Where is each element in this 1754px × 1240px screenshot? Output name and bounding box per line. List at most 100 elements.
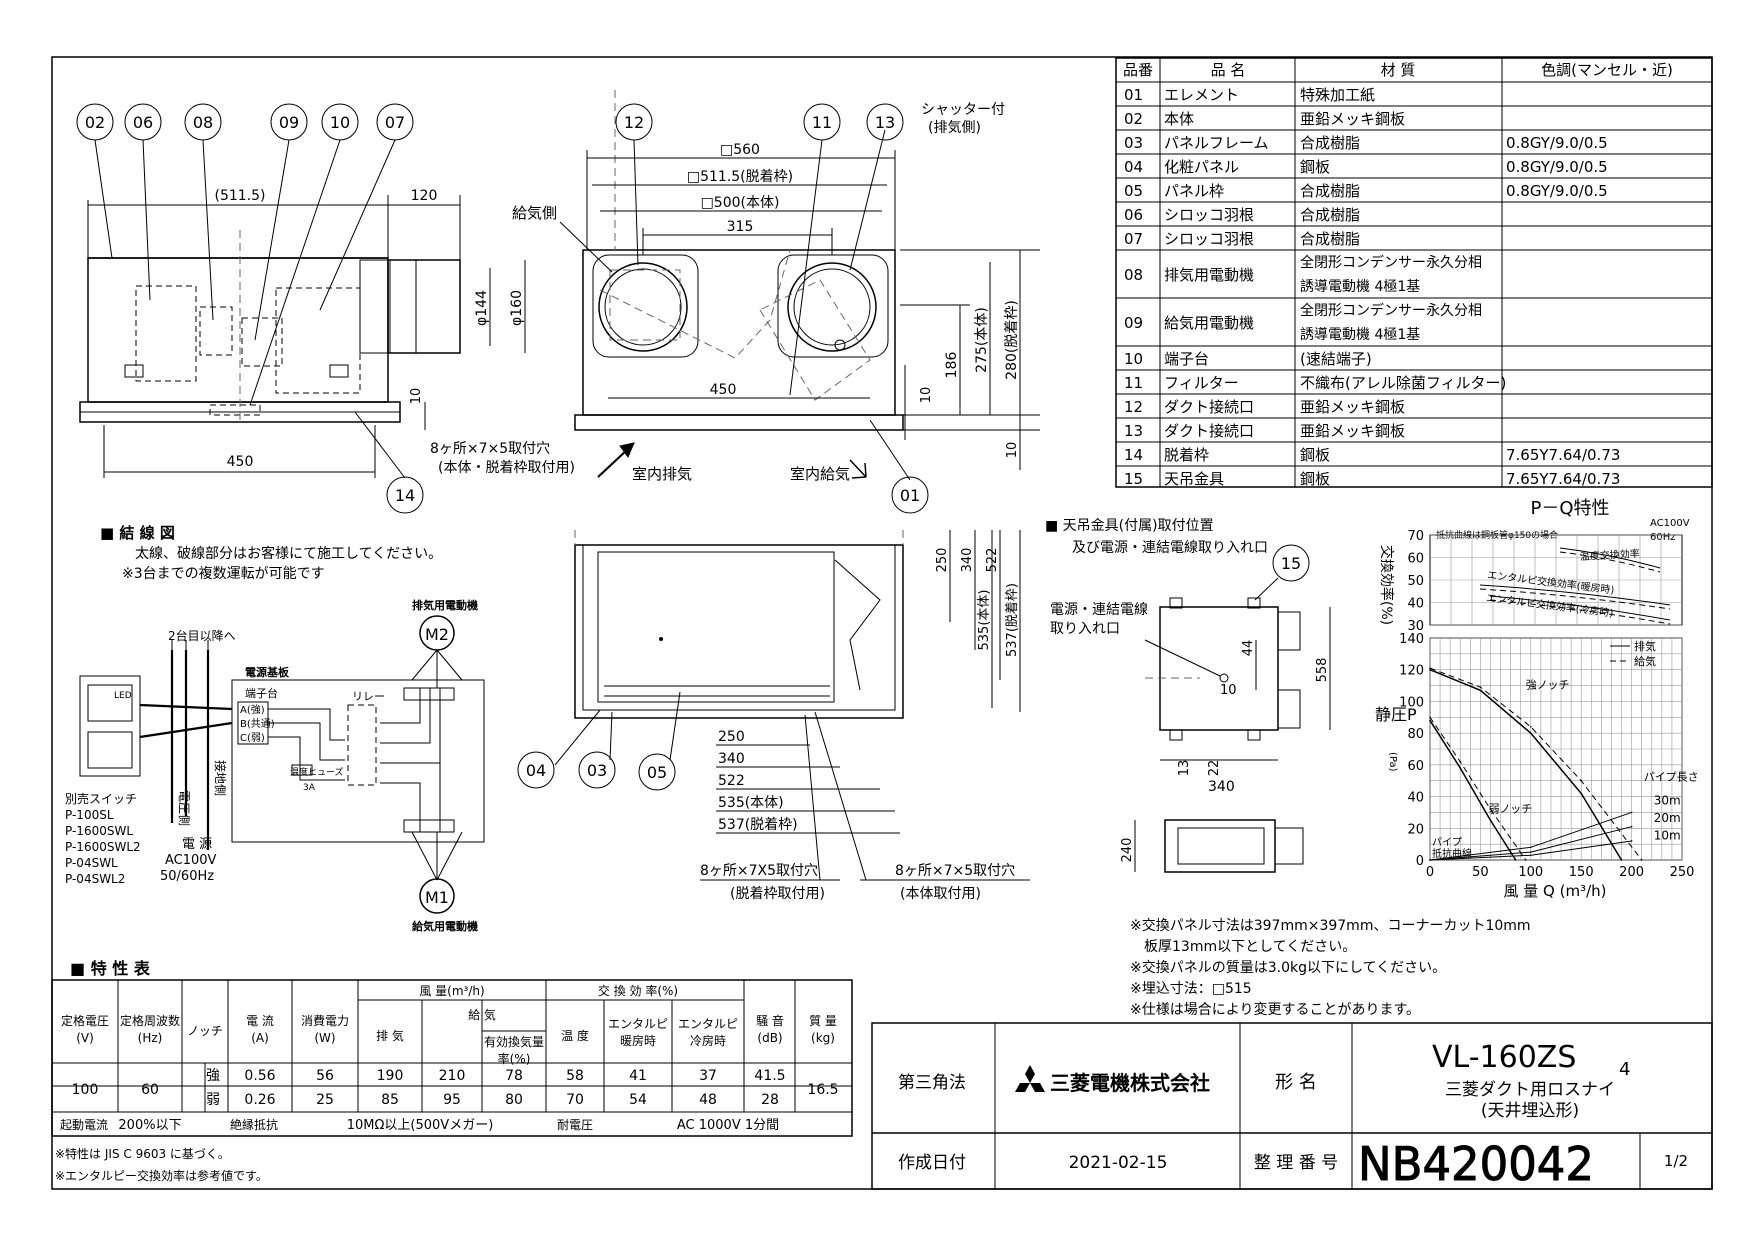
date-value: 2021-02-15	[1069, 1153, 1168, 1173]
shutter-note-1: シャッター付	[921, 102, 1005, 118]
legend-exhaust: 排気	[1634, 639, 1656, 653]
parts-no: 13	[1124, 422, 1143, 440]
relay-label: リレー	[352, 690, 385, 703]
legend-supply: 給気	[1634, 654, 1656, 668]
spec-current: 0.26	[244, 1092, 275, 1108]
parts-material: 不織布(アレル除菌フィルター)	[1300, 374, 1506, 392]
balloon-label: 02	[85, 113, 105, 132]
bottom-h-522: 522	[718, 773, 745, 789]
spec-h-exchange: 交 換 効 率(%)	[598, 983, 678, 998]
spec-h-supply: 給 気	[468, 1007, 496, 1022]
parts-name: 給気用電動機	[1164, 314, 1254, 332]
spec-h-voltage: 定格電圧	[61, 1013, 109, 1028]
mount-dim-558: 558	[1315, 658, 1330, 683]
spec-ent_cool: 48	[699, 1092, 717, 1108]
parts-no: 04	[1124, 158, 1143, 176]
q-tick: 250	[1670, 865, 1695, 880]
parts-color: 0.8GY/9.0/0.5	[1506, 158, 1608, 176]
parts-name: ダクト接続口	[1164, 398, 1254, 416]
pq-point	[1530, 726, 1532, 728]
balloon-circle	[376, 103, 414, 141]
p-tick: 80	[1407, 727, 1424, 742]
parts-name: シロッコ羽根	[1164, 206, 1254, 224]
parts-name: パネルフレーム	[1164, 134, 1269, 152]
projection-label: 第三角法	[898, 1073, 966, 1093]
front-view: □560 □511.5(脱着枠) □500(本体) 315 450 10 186…	[512, 90, 1040, 483]
parts-material: 誘導電動機 4極1基	[1300, 278, 1420, 295]
balloon-circle	[124, 103, 162, 141]
spec-temp: 70	[566, 1092, 584, 1108]
pq-point	[1429, 667, 1431, 669]
mount-dim-340: 340	[1208, 779, 1235, 795]
pq-spec: AC100V	[1650, 518, 1690, 529]
spec-exhaust: 85	[381, 1092, 399, 1108]
spec-withstand-label: 耐電圧	[557, 1118, 593, 1132]
parts-color: 7.65Y7.64/0.73	[1506, 470, 1620, 488]
parts-material: 亜鉛メッキ鋼板	[1300, 110, 1405, 128]
front-dim-315: 315	[727, 219, 754, 235]
spec-note-1: ※特性は JIS C 9603 に基づく。	[55, 1146, 230, 1161]
front-dim-275: 275(本体)	[974, 307, 990, 373]
pq-point	[1429, 859, 1431, 861]
switch-5: P-04SWL2	[65, 872, 125, 886]
q-tick: 150	[1569, 865, 1594, 880]
note-line: ※交換パネル寸法は397mm×397mm、コーナーカット10mm	[1130, 917, 1531, 934]
bottom-v-250: 250	[935, 548, 950, 573]
notch-low-label: 弱ノッチ	[1488, 802, 1532, 815]
balloon-13: 13	[866, 103, 904, 141]
eff-tick: 40	[1407, 597, 1424, 612]
spec-supply: 95	[443, 1092, 461, 1108]
balloon-circle	[803, 103, 841, 141]
balloon-label: 10	[330, 113, 350, 132]
bottom-note-right-2: (本体取付用)	[900, 886, 981, 902]
parts-material: 合成樹脂	[1300, 230, 1360, 248]
parts-no: 09	[1124, 314, 1143, 332]
balloon-15: 15	[1272, 544, 1310, 582]
balloon-label: 07	[385, 113, 405, 132]
q-tick: 200	[1619, 865, 1644, 880]
parts-material: (速結端子)	[1300, 350, 1372, 368]
spec-mass: 16.5	[807, 1082, 838, 1098]
pq-chart: P－Q特性 AC100V 60Hz 抵抗曲線は鋼板管φ150の場合 交換効率(%…	[1375, 498, 1699, 900]
balloon-04: 04	[517, 751, 555, 789]
eff-tick: 60	[1407, 552, 1424, 567]
parts-name: 本体	[1164, 110, 1194, 128]
bottom-h-250: 250	[718, 729, 745, 745]
parts-material: 誘導電動機 4極1基	[1300, 326, 1420, 343]
spec-h-current: 電 流	[246, 1014, 274, 1028]
eff-curve	[1559, 547, 1661, 569]
bottom-v-522: 522	[985, 548, 1000, 573]
term-c: C(弱)	[240, 732, 265, 744]
balloon-circle	[76, 103, 114, 141]
front-dim-10b: 10	[1005, 442, 1020, 459]
term-b: B(共通)	[240, 718, 275, 730]
side-dim-d144: φ144	[474, 290, 490, 326]
balloon-circle	[891, 476, 929, 514]
mount-heading-2: 及び電源・連結電線取り入れ口	[1072, 540, 1268, 556]
parts-name: パネル枠	[1164, 182, 1224, 200]
q-tick: 100	[1518, 865, 1543, 880]
spec-h-temp: 温 度	[561, 1028, 589, 1043]
pipe-length-label: パイプ長さ	[1644, 771, 1699, 784]
bottom-v-537: 537(脱着枠)	[1004, 583, 1020, 657]
balloon-circle	[1272, 544, 1310, 582]
model-label: 形 名	[1275, 1072, 1317, 1093]
switch-4: P-04SWL	[65, 856, 118, 870]
pq-point	[1580, 779, 1582, 782]
pq-point	[1514, 859, 1517, 861]
cable-note-2: 取り入れ口	[1050, 621, 1120, 637]
balloon-label: 15	[1281, 554, 1301, 573]
spec-h-power: 消費電力	[301, 1013, 349, 1028]
balloon-label: 04	[526, 761, 546, 780]
balloon-05: 05	[638, 753, 676, 791]
bottom-v-340: 340	[960, 548, 975, 573]
balloon-circle	[615, 103, 653, 141]
note-line: 板厚13mm以下としてください。	[1130, 939, 1356, 955]
balloon-label: 08	[193, 113, 213, 132]
balloon-07: 07	[376, 103, 414, 141]
mitsubishi-logo	[1015, 1065, 1045, 1092]
pq-series-line	[1429, 717, 1527, 861]
